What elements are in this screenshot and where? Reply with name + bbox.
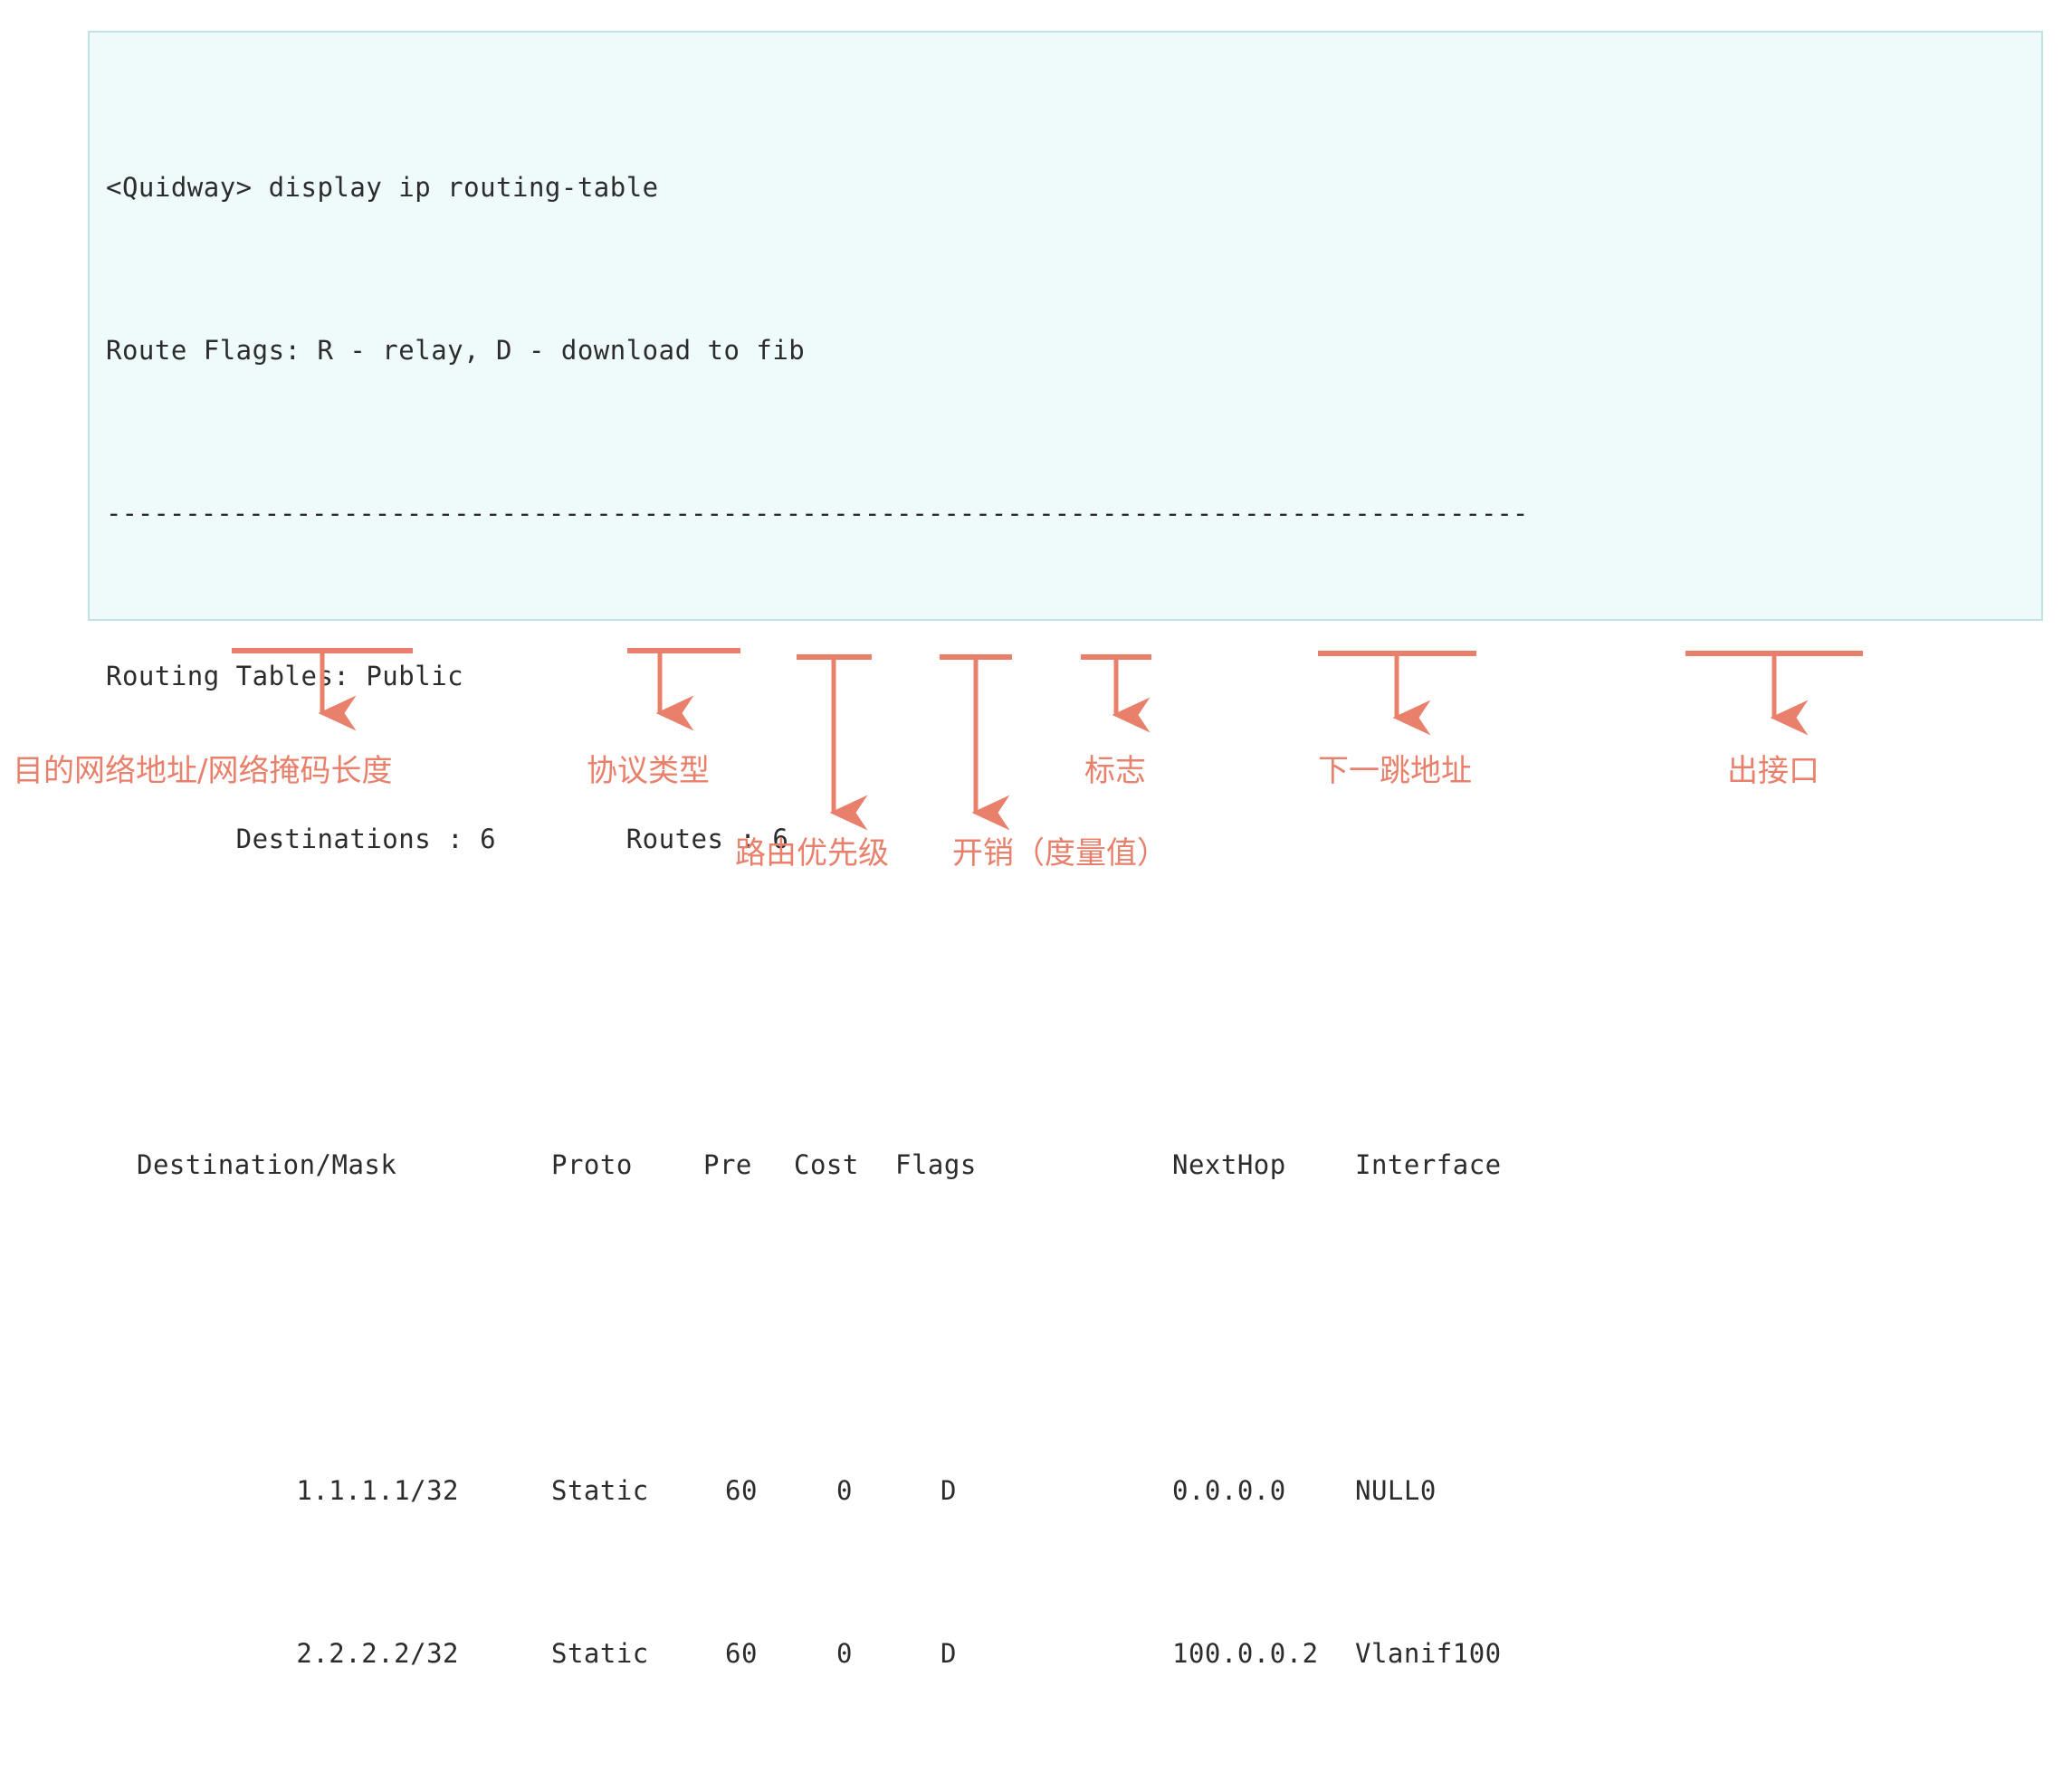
header-cost: Cost — [794, 1149, 859, 1180]
header-proto: Proto — [551, 1149, 633, 1180]
cell-pre: 60 — [725, 1638, 758, 1669]
cell-pre: 60 — [725, 1475, 758, 1506]
cell-interface: Vlanif100 — [1355, 1638, 1502, 1669]
routing-table-output-panel: <Quidway> display ip routing-table Route… — [88, 31, 2043, 1669]
counts-line: Destinations : 6 Routes : 6 — [106, 824, 789, 854]
header-flags: Flags — [895, 1149, 977, 1180]
cell-proto: Static — [551, 1638, 649, 1669]
table-row: 2.2.2.2/32 Static 60 0 D 100.0.0.2 Vlani… — [106, 1634, 2034, 1674]
cell-destination: 2.2.2.2/32 — [296, 1638, 459, 1669]
header-interface: Interface — [1355, 1149, 1502, 1180]
cell-proto: Static — [551, 1475, 649, 1506]
table-row: 1.1.1.1/32 Static 60 0 D 0.0.0.0 NULL0 — [106, 1471, 2034, 1511]
route-flags-line: Route Flags: R - relay, D - download to … — [106, 335, 806, 366]
spacer-line — [106, 982, 2034, 1023]
cell-flags: D — [941, 1638, 957, 1669]
terminal-text: <Quidway> display ip routing-table Route… — [106, 45, 2034, 1772]
routing-tables-line: Routing Tables: Public — [106, 661, 464, 691]
cell-destination: 1.1.1.1/32 — [296, 1475, 459, 1506]
separator-line: ----------------------------------------… — [106, 498, 1529, 529]
cell-cost: 0 — [836, 1638, 853, 1669]
table-header-row: Destination/Mask Proto Pre Cost Flags Ne… — [106, 1145, 2034, 1186]
header-destination-mask: Destination/Mask — [137, 1149, 397, 1180]
header-pre: Pre — [703, 1149, 752, 1180]
cell-interface: NULL0 — [1355, 1475, 1437, 1506]
cell-nexthop: 100.0.0.2 — [1172, 1638, 1319, 1669]
cell-nexthop: 0.0.0.0 — [1172, 1475, 1286, 1506]
header-nexthop: NextHop — [1172, 1149, 1286, 1180]
cell-flags: D — [941, 1475, 957, 1506]
cell-cost: 0 — [836, 1475, 853, 1506]
spacer-line-2 — [106, 1308, 2034, 1348]
command-prompt-line: <Quidway> display ip routing-table — [106, 172, 659, 203]
